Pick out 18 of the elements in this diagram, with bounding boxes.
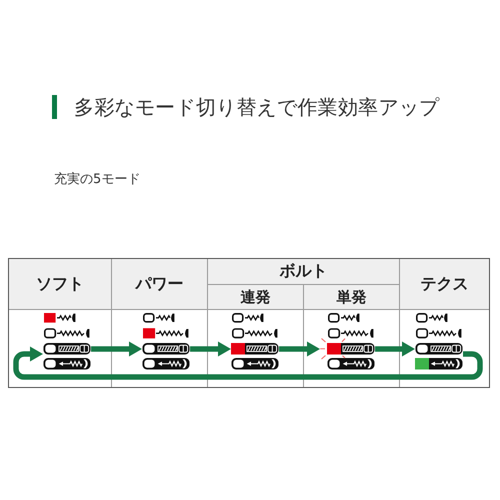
column-header: テクス	[400, 259, 489, 309]
loop-arrow	[13, 346, 483, 380]
mode-indicator-illustration	[231, 312, 279, 370]
column-header: 単発	[304, 285, 399, 309]
mode-indicator-illustration	[320, 312, 375, 370]
arrow	[91, 342, 142, 356]
column-header: ソフト	[9, 259, 111, 309]
column-header: 連発	[208, 285, 303, 309]
column-header: ボルト	[208, 259, 399, 284]
column-header: パワー	[112, 259, 207, 309]
mode-indicator-illustration	[142, 312, 190, 370]
arrow	[279, 342, 320, 356]
mode-indicator-illustration	[415, 312, 463, 370]
arrow	[375, 342, 415, 356]
mode-indicator-illustration	[43, 312, 91, 370]
subheading: 充実の5モード	[54, 171, 140, 189]
arrow	[190, 342, 231, 356]
section-title: 多彩なモード切り替えで作業効率アップ	[52, 95, 440, 119]
